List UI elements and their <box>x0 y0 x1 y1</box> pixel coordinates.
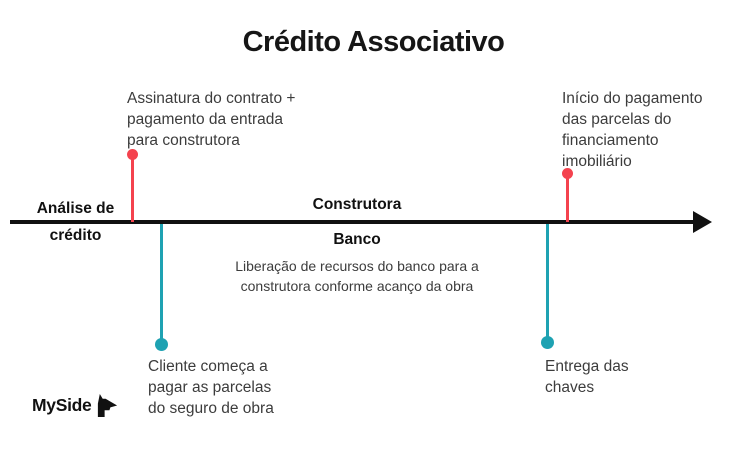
marker-dot-entrega-chaves <box>541 336 554 349</box>
phase-label-banco: Banco <box>333 231 381 248</box>
phase-label-construtora: Construtora <box>312 196 402 213</box>
event-label-seguro-obra: Cliente começa a pagar as parcelas do se… <box>148 358 274 417</box>
logo-text: MySide <box>32 395 92 415</box>
marker-line-assinatura <box>131 157 134 222</box>
marker-dot-inicio-pagamento <box>562 168 573 179</box>
banco-description: Liberação de recursos do banco para a co… <box>235 258 479 294</box>
event-label-assinatura: Assinatura do contrato + pagamento da en… <box>127 90 296 149</box>
dog-icon <box>95 393 120 418</box>
marker-line-entrega-chaves <box>546 224 549 338</box>
marker-dot-seguro-obra <box>155 338 168 351</box>
marker-dot-assinatura <box>127 149 138 160</box>
timeline-axis <box>10 220 695 224</box>
marker-line-inicio-pagamento <box>566 176 569 222</box>
page-title: Crédito Associativo <box>242 26 505 58</box>
event-label-inicio-pagamento: Início do pagamento das parcelas do fina… <box>562 90 703 170</box>
timeline-arrowhead-icon <box>693 211 712 233</box>
marker-line-seguro-obra <box>160 224 163 340</box>
phase-label-credito: crédito <box>49 227 102 244</box>
event-label-entrega-chaves: Entrega das chaves <box>545 358 629 396</box>
phase-label-analise-de: Análise de <box>36 200 115 217</box>
logo: MySide <box>32 393 120 418</box>
